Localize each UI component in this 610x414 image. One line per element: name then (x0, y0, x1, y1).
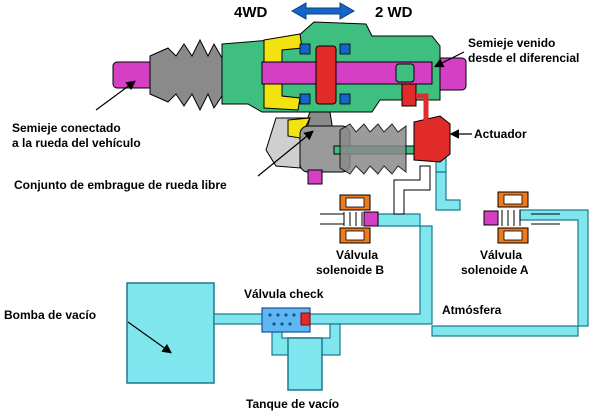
line-valve-b (377, 213, 421, 227)
valvula-check-label: Válvula check (244, 287, 324, 301)
vacuum-circuit (126, 149, 589, 391)
mode-4wd-label: 4WD (234, 4, 268, 21)
shaft-to-wheel (112, 61, 154, 89)
yellow-bracket (263, 33, 303, 111)
semieje-venido-label-2: desde el diferencial (468, 51, 579, 65)
valvula-a-label-2: solenoide A (461, 263, 529, 277)
semieje-conectado-label-2: a la rueda del vehículo (12, 136, 141, 150)
vacuum-tank (287, 337, 323, 391)
cv-boot (149, 38, 223, 112)
line-valve-a-actuator (435, 171, 461, 211)
atmosfera-label: Atmósfera (442, 303, 502, 317)
actuator-bellows (339, 123, 407, 175)
leader-lines (95, 51, 472, 354)
bomba-vacio-label: Bomba de vacío (4, 308, 96, 322)
semieje-conectado-label: Semieje conectado (12, 121, 121, 135)
valvula-a-label: Válvula (480, 248, 522, 262)
vacuum-pump (126, 282, 215, 384)
tanque-vacio-label: Tanque de vacío (246, 397, 339, 411)
actuator (413, 115, 451, 163)
valvula-b-label: Válvula (336, 248, 378, 262)
conjunto-embrague-label: Conjunto de embrague de rueda libre (14, 178, 227, 192)
clutch-collar (315, 45, 337, 105)
solenoid-valve-a (483, 191, 529, 244)
vacuum-line-main (213, 225, 433, 325)
semieje-venido-label: Semieje venido (468, 36, 555, 50)
hub-assembly (112, 21, 467, 185)
mode-arrow (290, 2, 356, 20)
mode-2wd-label: 2 WD (375, 4, 413, 21)
valvula-b-label-2: solenoide B (316, 263, 384, 277)
check-valve (261, 307, 311, 333)
solenoid-valve-b (339, 194, 379, 244)
actuador-label: Actuador (474, 127, 527, 141)
atmosphere-line-b (393, 165, 431, 215)
